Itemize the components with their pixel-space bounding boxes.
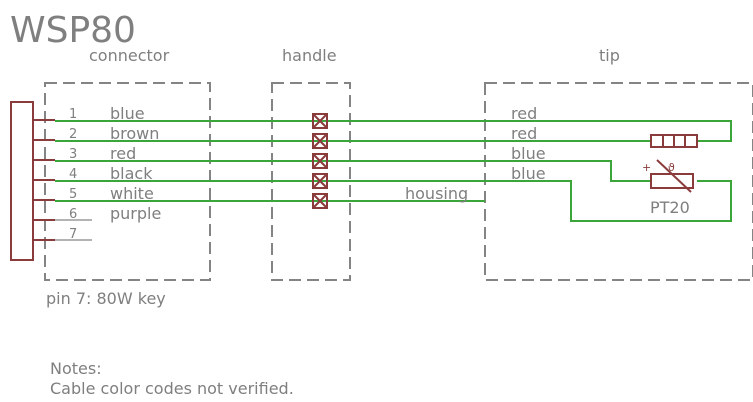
tip-wire-label-3: blue xyxy=(511,144,546,163)
tip-wire-label-2: red xyxy=(511,124,537,143)
wire-4 xyxy=(55,180,732,222)
pin-number-4: 4 xyxy=(69,167,77,182)
heater-resistor-symbol xyxy=(650,134,698,148)
notes-line-1: Cable color codes not verified. xyxy=(50,379,294,398)
thermistor-polarity-icon: + xyxy=(642,161,651,174)
pin-number-7: 7 xyxy=(69,227,77,242)
handle-junctions xyxy=(312,113,328,209)
wires xyxy=(55,120,732,222)
junction-1 xyxy=(312,113,328,129)
thermistor-symbol: + ϑ xyxy=(642,159,694,193)
junction-5 xyxy=(312,193,328,209)
diagram-title: WSP80 xyxy=(10,10,136,51)
tip-section-label: tip xyxy=(599,46,620,65)
pin-number-1: 1 xyxy=(69,107,77,122)
pin-color-5: white xyxy=(110,184,154,203)
pin-color-4: black xyxy=(110,164,153,183)
pin-number-5: 5 xyxy=(69,187,77,202)
tip-wire-label-4: blue xyxy=(511,164,546,183)
pin-number-2: 2 xyxy=(69,127,77,142)
pin-color-6: purple xyxy=(110,204,161,223)
pin-number-3: 3 xyxy=(69,147,77,162)
thermistor-label: PT20 xyxy=(650,198,690,217)
temperature-icon: ϑ xyxy=(668,161,675,174)
junction-3 xyxy=(312,153,328,169)
connector-section-label: connector xyxy=(89,46,170,65)
housing-label: housing xyxy=(405,184,468,203)
wire-1 xyxy=(55,120,732,142)
connector-body xyxy=(10,101,34,261)
pin-number-6: 6 xyxy=(69,207,77,222)
wire-3 xyxy=(55,160,651,182)
pin-color-3: red xyxy=(110,144,136,163)
junction-4 xyxy=(312,173,328,189)
tip-wire-label-1: red xyxy=(511,104,537,123)
handle-section-label: handle xyxy=(282,46,337,65)
notes-heading: Notes: xyxy=(50,359,102,378)
junction-2 xyxy=(312,133,328,149)
connector-pins xyxy=(33,119,92,241)
pin-color-1: blue xyxy=(110,104,145,123)
key-note: pin 7: 80W key xyxy=(46,289,166,308)
pin-color-2: brown xyxy=(110,124,159,143)
